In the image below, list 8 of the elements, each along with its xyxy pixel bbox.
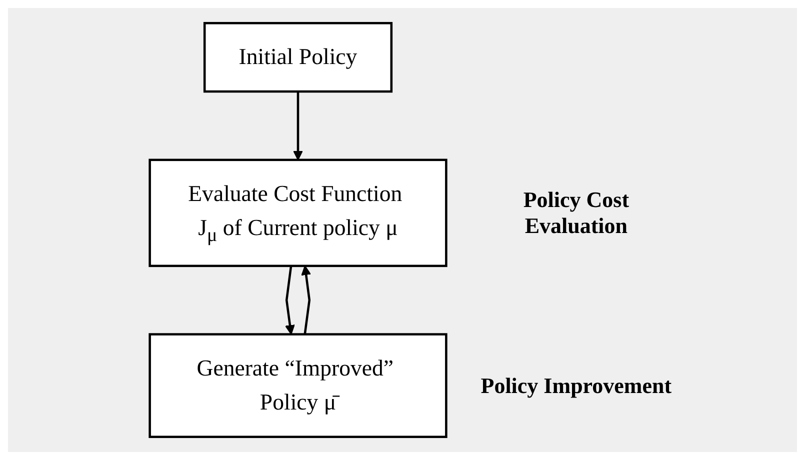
stage-label: Policy Improvement (480, 372, 673, 399)
node-box (203, 22, 393, 93)
arrow (301, 265, 312, 334)
arrow (292, 92, 304, 160)
node-box (148, 158, 448, 268)
node-box (148, 333, 448, 438)
arrow (284, 266, 295, 335)
stage-label: Policy Cost Evaluation (522, 186, 630, 239)
